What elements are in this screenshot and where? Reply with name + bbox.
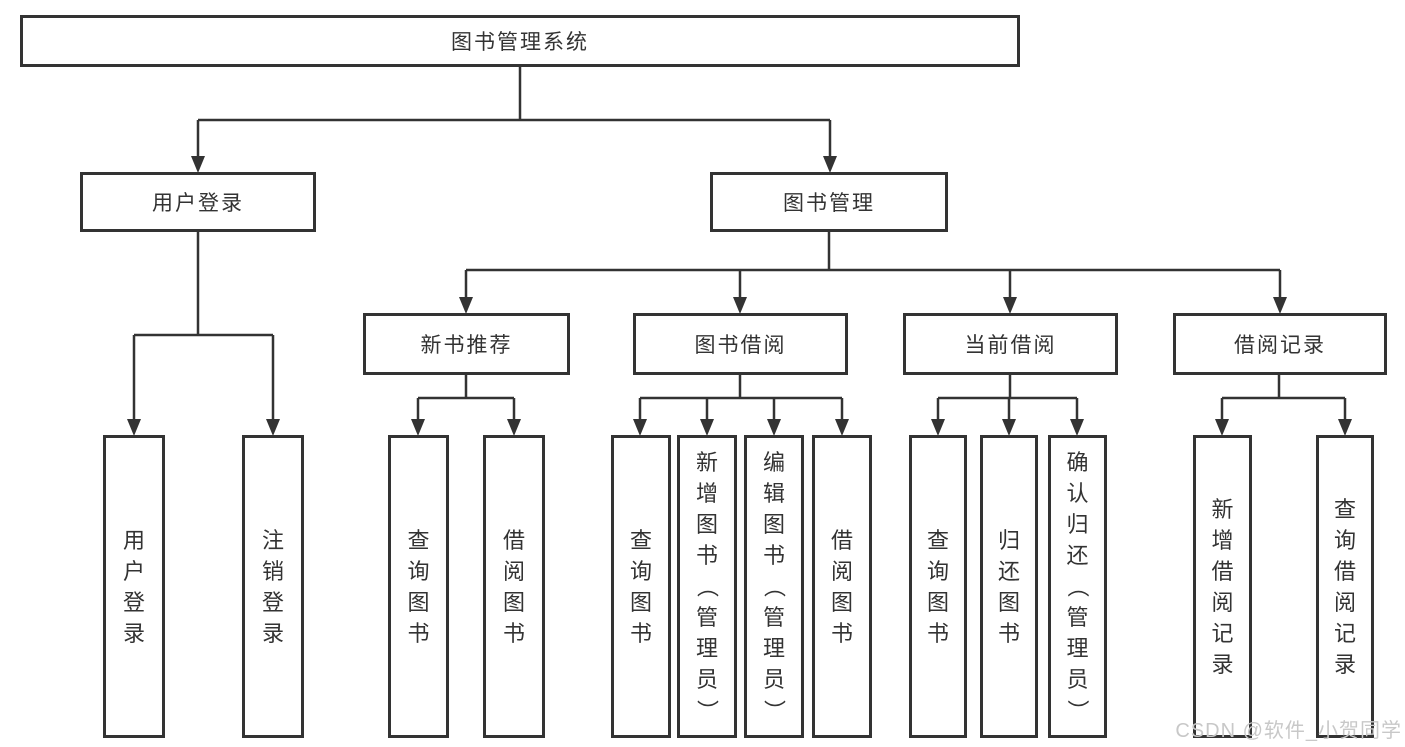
connector-bookmgmt-to-level3 — [464, 232, 1282, 301]
leaf-query-books-borrow: 查询图书 — [611, 435, 671, 738]
connector-newrec-to-leaves — [416, 375, 516, 423]
leaf-query-books-current: 查询图书 — [909, 435, 967, 738]
connector-userlogin-to-leaves — [132, 232, 275, 423]
node-current-borrow-label: 当前借阅 — [964, 334, 1057, 357]
leaf-query-borrow-record: 查询借阅记录 — [1316, 435, 1374, 738]
node-book-management-label: 图书管理 — [783, 192, 875, 215]
connector-current-to-leaves — [936, 375, 1079, 423]
leaf-edit-books-admin: 编辑图书（管理员） — [744, 435, 804, 738]
node-new-book-recommend-label: 新书推荐 — [420, 334, 513, 357]
csdn-watermark: CSDN @软件_小贺同学 — [1175, 720, 1402, 742]
node-user-login-label: 用户登录 — [152, 192, 244, 215]
leaf-confirm-return-admin: 确认归还（管理员） — [1048, 435, 1107, 738]
connector-records-to-leaves — [1220, 375, 1347, 423]
leaf-query-books-rec: 查询图书 — [388, 435, 449, 738]
node-book-borrow-label: 图书借阅 — [694, 334, 787, 357]
leaf-logout: 注销登录 — [242, 435, 304, 738]
leaf-user-login: 用户登录 — [103, 435, 165, 738]
node-new-book-recommend: 新书推荐 — [363, 313, 570, 375]
connector-borrow-to-leaves — [638, 375, 844, 423]
node-user-login: 用户登录 — [80, 172, 316, 232]
node-borrow-records: 借阅记录 — [1173, 313, 1387, 375]
node-borrow-records-label: 借阅记录 — [1234, 334, 1326, 357]
connector-root-to-level2 — [196, 67, 832, 160]
node-book-borrow: 图书借阅 — [633, 313, 848, 375]
leaf-borrow-books-rec: 借阅图书 — [483, 435, 545, 738]
leaf-add-books-admin: 新增图书（管理员） — [677, 435, 737, 738]
node-root-system: 图书管理系统 — [20, 15, 1020, 67]
node-current-borrow: 当前借阅 — [903, 313, 1118, 375]
node-book-management: 图书管理 — [710, 172, 948, 232]
leaf-borrow-books: 借阅图书 — [812, 435, 872, 738]
node-root-label: 图书管理系统 — [451, 31, 589, 54]
leaf-add-borrow-record: 新增借阅记录 — [1193, 435, 1252, 738]
leaf-return-books: 归还图书 — [980, 435, 1038, 738]
